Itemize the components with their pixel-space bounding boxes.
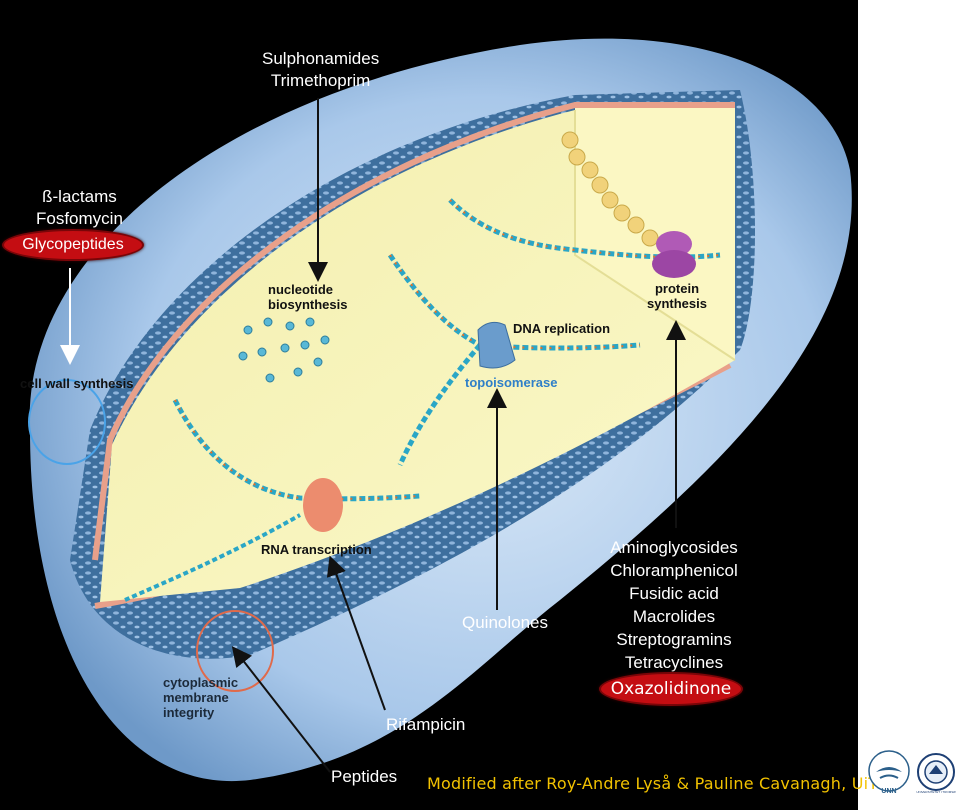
dna-strand-branch — [397, 343, 482, 467]
unn-logo: UNN — [866, 748, 912, 802]
topoisomerase-label: topoisomerase — [465, 375, 558, 390]
cell-wall-highlight-circle — [28, 379, 106, 465]
glycopeptides-label: Glycopeptides — [22, 236, 124, 253]
credit-text: Modified after Roy-Andre Lyså & Pauline … — [427, 774, 879, 793]
ribosome — [652, 231, 696, 278]
uit-logo-icon — [917, 753, 955, 791]
uit-logo: UNIVERSITETET I TROMSØ — [916, 752, 956, 798]
dna-replication-label: DNA replication — [513, 321, 611, 336]
protein-drug-0: Aminoglycosides — [610, 538, 738, 557]
bacterial-cell-illustration — [28, 38, 852, 782]
nucleotide-biosynthesis-label: nucleotide biosynthesis — [268, 282, 347, 312]
membrane-integrity-label: cytoplasmic membrane integrity — [163, 675, 238, 720]
top-drug-2: Trimethoprim — [270, 71, 371, 90]
membrane-line-2: membrane — [163, 690, 229, 705]
protein-drug-3: Macrolides — [632, 607, 716, 626]
unn-logo-text: UNN — [881, 788, 897, 795]
unn-logo-icon — [868, 750, 910, 792]
cell-wall-drug-2: Fosfomycin — [36, 209, 123, 228]
nucleotides — [238, 317, 330, 383]
nucleotide-line-2: biosynthesis — [268, 297, 348, 312]
cell-wall-drugs-label: ß-lactams Fosfomycin — [36, 186, 123, 230]
nucleotide-line-1: nucleotide — [268, 282, 334, 297]
top-drug-1: Sulphonamides — [262, 49, 380, 68]
quinolones-label: Quinolones — [462, 613, 549, 632]
protein-drug-list: Aminoglycosides Chloramphenicol Fusidic … — [603, 536, 745, 674]
dna-strand-bottom — [124, 513, 301, 602]
protein-synthesis-label: protein synthesis — [647, 281, 707, 311]
uit-logo-text: UNIVERSITETET I TROMSØ — [916, 790, 956, 794]
rna-transcription-label: RNA transcription — [261, 542, 372, 557]
rna-polymerase — [303, 478, 343, 532]
arrow-peptides — [231, 646, 331, 773]
top-drugs-label: Sulphonamides Trimethoprim — [262, 48, 379, 92]
protein-drug-2: Fusidic acid — [629, 584, 719, 603]
protein-drug-5: Tetracyclines — [624, 653, 724, 672]
peptide-chain — [561, 131, 659, 247]
cell-wall-synthesis-label: cell wall synthesis — [20, 376, 134, 391]
oxazolidinone-highlight: Oxazolidinone — [599, 672, 743, 706]
protein-line-1: protein — [654, 281, 700, 296]
glycopeptides-highlight: Glycopeptides — [2, 229, 144, 261]
rifampicin-label: Rifampicin — [386, 715, 466, 734]
peptides-label: Peptides — [331, 767, 398, 786]
protein-line-2: synthesis — [647, 296, 707, 311]
cytoplasm-floor — [100, 110, 735, 602]
membrane — [92, 102, 735, 561]
membrane-highlight-circle — [196, 610, 274, 692]
oxazolidinone-label: Oxazolidinone — [610, 679, 732, 699]
protein-drug-1: Chloramphenicol — [610, 561, 738, 580]
protein-drug-4: Streptogramins — [616, 630, 732, 649]
cell-wall-drug-1: ß-lactams — [42, 187, 117, 206]
arrow-rifampicin — [326, 555, 386, 711]
topoisomerase — [477, 321, 516, 369]
diagram-stage: Sulphonamides Trimethoprim ß-lactams Fos… — [0, 0, 858, 810]
membrane-line-1: cytoplasmic — [163, 675, 239, 690]
membrane-line-3: integrity — [163, 705, 215, 720]
